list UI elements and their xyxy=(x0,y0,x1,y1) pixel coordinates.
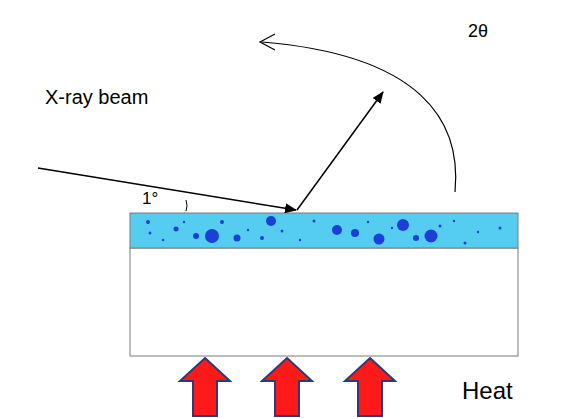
substrate xyxy=(130,248,518,356)
scan-arrowhead xyxy=(260,34,275,50)
particles xyxy=(146,216,502,245)
beam-label: X-ray beam xyxy=(45,86,148,108)
angle-arc xyxy=(186,200,187,211)
angle-label: 1° xyxy=(142,190,158,209)
scan-angle-label: 2θ xyxy=(468,22,488,42)
heat-arrows xyxy=(180,358,395,416)
heat-label: Heat xyxy=(462,378,513,404)
incident-beam xyxy=(38,168,296,210)
film-layer xyxy=(130,213,518,248)
diffracted-beam xyxy=(297,92,383,210)
scan-arc xyxy=(262,42,456,192)
